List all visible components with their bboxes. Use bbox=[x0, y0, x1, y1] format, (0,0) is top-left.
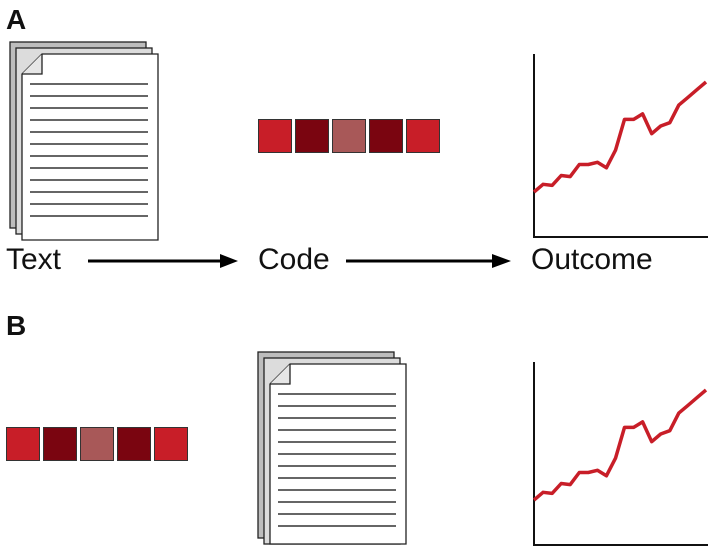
code-step-label: Code bbox=[258, 243, 330, 276]
code-block bbox=[295, 119, 329, 153]
code-blocks-a bbox=[258, 119, 440, 153]
document-page-front bbox=[269, 363, 407, 545]
document-page-front bbox=[21, 53, 159, 241]
outcome-line bbox=[532, 80, 708, 194]
outcome-step-label: Outcome bbox=[531, 243, 653, 276]
document-stack-icon-a bbox=[9, 41, 159, 241]
outcome-chart-a bbox=[532, 54, 708, 238]
code-block bbox=[80, 427, 114, 461]
panel-a-label: A bbox=[6, 4, 27, 35]
text-step-label: Text bbox=[6, 243, 62, 276]
code-blocks-b bbox=[6, 427, 188, 461]
code-block bbox=[6, 427, 40, 461]
code-block bbox=[406, 119, 440, 153]
outcome-chart-b bbox=[532, 362, 708, 546]
code-block bbox=[154, 427, 188, 461]
code-block bbox=[117, 427, 151, 461]
arrow-icon bbox=[346, 254, 511, 268]
document-stack-icon-b bbox=[257, 351, 407, 545]
code-block bbox=[332, 119, 366, 153]
outcome-line bbox=[532, 388, 708, 502]
code-block bbox=[258, 119, 292, 153]
code-block bbox=[43, 427, 77, 461]
panel-b-label: B bbox=[6, 310, 27, 341]
code-block bbox=[369, 119, 403, 153]
arrow-icon bbox=[88, 254, 238, 268]
